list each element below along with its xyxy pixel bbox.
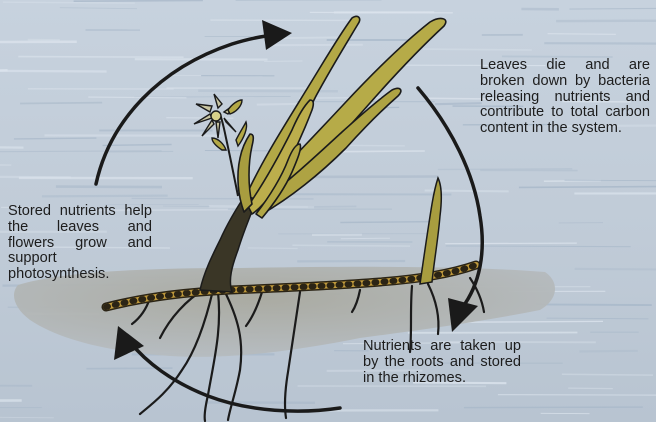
water-streak bbox=[248, 248, 298, 249]
water-streak bbox=[445, 243, 577, 244]
water-streak bbox=[74, 1, 203, 2]
water-streak bbox=[544, 43, 656, 44]
water-streak bbox=[0, 165, 11, 166]
water-streak bbox=[14, 138, 97, 139]
water-streak bbox=[3, 2, 135, 3]
water-streak bbox=[104, 151, 173, 152]
water-streak bbox=[575, 269, 656, 270]
water-streak bbox=[257, 104, 298, 105]
water-streak bbox=[423, 49, 532, 50]
water-streak bbox=[568, 388, 613, 389]
water-streak bbox=[340, 222, 431, 223]
caption-uptake: Nutrients are taken up by the roots and … bbox=[363, 339, 521, 386]
water-streak bbox=[308, 206, 357, 207]
water-streak bbox=[0, 147, 24, 148]
water-streak bbox=[56, 187, 162, 188]
water-streak bbox=[88, 97, 186, 98]
caption-growth: Stored nutrients help the leaves and flo… bbox=[8, 204, 152, 283]
water-streak bbox=[0, 71, 107, 72]
water-streak bbox=[292, 245, 410, 246]
water-streak bbox=[20, 103, 102, 104]
water-streak bbox=[579, 351, 637, 352]
water-streak bbox=[42, 196, 168, 197]
water-streak bbox=[462, 321, 603, 322]
water-streak bbox=[519, 187, 656, 188]
water-streak bbox=[536, 304, 652, 305]
water-streak bbox=[548, 34, 616, 35]
water-streak bbox=[464, 407, 643, 408]
water-streak bbox=[435, 103, 482, 104]
water-streak bbox=[18, 57, 183, 58]
water-streak bbox=[166, 118, 233, 119]
water-streak bbox=[266, 45, 363, 46]
water-streak bbox=[103, 145, 172, 146]
water-streak bbox=[0, 177, 71, 178]
water-streak bbox=[556, 20, 656, 21]
caption-decomposition: Leaves die and are broken down by bacter… bbox=[480, 58, 650, 137]
water-streak bbox=[562, 374, 653, 375]
water-streak bbox=[438, 169, 573, 170]
water-streak bbox=[498, 395, 656, 396]
water-streak bbox=[341, 238, 390, 239]
